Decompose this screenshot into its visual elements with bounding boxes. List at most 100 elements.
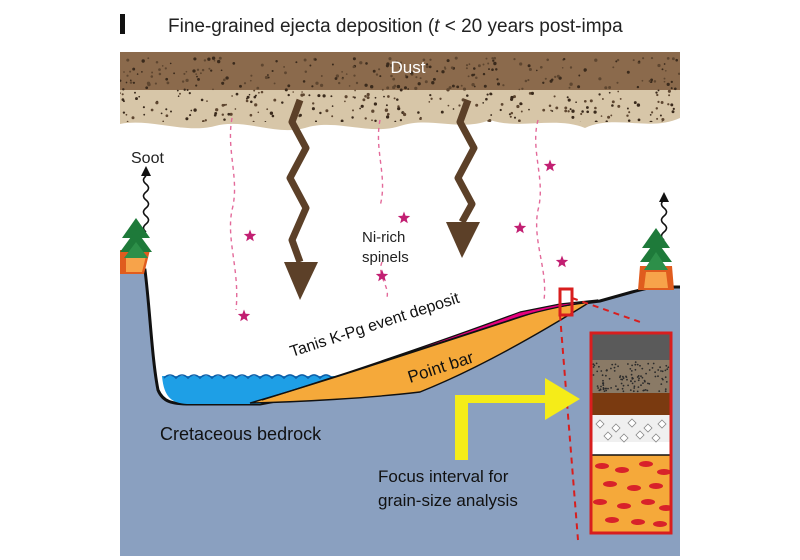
dust-speck (430, 97, 433, 100)
dust-speck (393, 84, 397, 88)
dust-speck (670, 80, 673, 84)
dust-speck (373, 102, 378, 106)
dust-speck (479, 129, 482, 132)
dust-speck (221, 113, 225, 116)
dust-speck (638, 60, 641, 63)
dust-speck (451, 84, 455, 88)
dust-speck (666, 82, 670, 87)
dust-speck (185, 70, 188, 73)
dust-speck (249, 113, 253, 117)
core-speck (631, 378, 634, 380)
dust-speck (594, 58, 598, 62)
dust-speck (663, 63, 666, 65)
dust-speck (250, 100, 253, 104)
spinel-stars (237, 159, 569, 322)
core-speck (598, 365, 600, 368)
dust-speck (193, 57, 197, 61)
core-speck (613, 370, 616, 372)
dust-speck (218, 56, 222, 60)
dust-speck (359, 107, 361, 110)
dust-speck (612, 66, 615, 69)
dust-speck (394, 120, 397, 122)
dust-speck (348, 85, 351, 87)
dust-speck (510, 95, 514, 100)
dust-speck (549, 79, 553, 83)
dust-speck (192, 69, 196, 73)
spinel-star (237, 309, 251, 322)
dust-speck (122, 111, 126, 114)
dust-speck (164, 67, 167, 70)
dust-speck (513, 95, 516, 99)
dust-speck (524, 79, 528, 83)
dust-speck (271, 69, 274, 73)
dust-speck (670, 103, 674, 107)
dust-speck (641, 79, 644, 82)
dust-speck (469, 128, 471, 130)
dust-speck (250, 74, 253, 77)
dust-speck (375, 73, 379, 76)
dust-speck (521, 87, 524, 90)
dust-speck (381, 88, 384, 91)
dust-speck (396, 98, 399, 101)
dust-speck (568, 86, 571, 89)
dust-speck (615, 60, 618, 63)
dust-speck (221, 81, 225, 85)
dust-speck (675, 58, 678, 62)
dust-speck (483, 84, 487, 88)
dust-speck (468, 63, 471, 66)
dust-speck (510, 111, 514, 115)
dust-speck (571, 115, 575, 119)
water-wave-crests (163, 374, 333, 380)
dust-speck (389, 64, 393, 67)
core-clast (615, 467, 629, 473)
dust-speck (415, 125, 417, 127)
dust-speck (370, 85, 374, 89)
core-speck (627, 384, 629, 387)
dust-speck (260, 90, 264, 94)
dust-speck (190, 109, 193, 112)
spinel-drift-lines (229, 117, 546, 311)
dust-speck (222, 78, 226, 82)
dust-speck (627, 119, 631, 122)
dust-speck (273, 82, 276, 85)
core-speck (610, 367, 612, 370)
dust-speck (419, 117, 422, 121)
dust-speck (659, 114, 662, 117)
dust-speck (365, 62, 368, 65)
dust-speck (234, 108, 237, 110)
dust-speck (257, 111, 260, 114)
dust-speck (465, 67, 468, 70)
dust-speck (338, 81, 341, 85)
dust-speck (428, 124, 431, 127)
dust-speck (500, 103, 504, 106)
dust-speck (581, 110, 584, 113)
core-speck (634, 363, 637, 366)
core-spherule (651, 433, 661, 443)
dust-speck (439, 97, 442, 100)
dust-speck (485, 57, 488, 60)
dust-speck (185, 117, 189, 121)
soot-label: Soot (131, 150, 164, 167)
dust-speck (493, 61, 497, 66)
dust-speck (673, 87, 677, 91)
dust-speck (502, 84, 505, 87)
bedrock-label: Cretaceous bedrock (160, 424, 322, 444)
spinel-star (543, 159, 557, 172)
core-speck (597, 387, 599, 389)
dust-speck (189, 114, 192, 117)
dust-speck (223, 118, 226, 121)
dust-speck (341, 71, 343, 73)
dust-speck (351, 116, 354, 119)
dust-speck (626, 70, 630, 74)
dust-speck (542, 81, 545, 84)
dust-speck (204, 119, 207, 122)
dust-speck (399, 61, 403, 64)
dust-fall-arrowhead-left (284, 262, 318, 300)
dust-speck (161, 65, 164, 67)
dust-speck (325, 109, 329, 113)
dust-speck (231, 124, 234, 127)
dust-speck (145, 86, 149, 90)
dust-speck (422, 58, 426, 62)
dust-fall-arrowhead-right (446, 222, 480, 258)
dust-cloud-lower (120, 90, 680, 131)
